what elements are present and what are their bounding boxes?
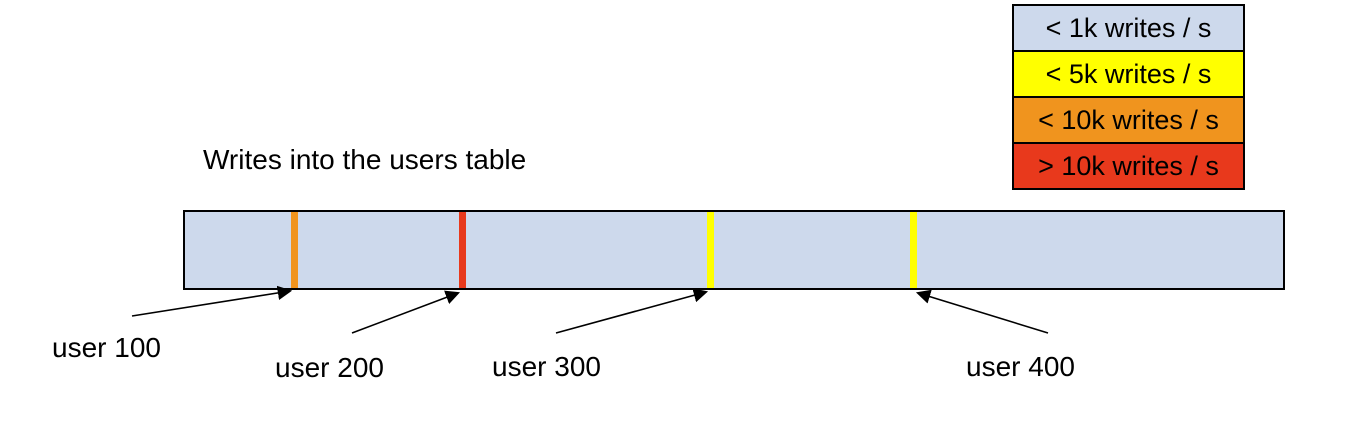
annotation-label-user-300: user 300 [492,351,601,382]
arrow-user-200 [351,290,461,334]
annotation-label-user-400: user 400 [966,351,1075,382]
legend-row-lt10k: < 10k writes / s [1012,96,1245,144]
users-table-bar [183,210,1285,290]
legend-row-lt5k: < 5k writes / s [1012,50,1245,98]
write-hotspot-marker-user-400 [909,212,917,288]
arrow-user-100 [131,285,293,317]
diagram-title: Writes into the users table [203,144,527,175]
legend-label: > 10k writes / s [1038,151,1219,181]
write-hotspot-marker-user-300 [706,212,714,288]
legend-label: < 5k writes / s [1045,59,1212,89]
legend-label: < 1k writes / s [1045,13,1212,43]
annotation-label-user-100: user 100 [52,332,161,363]
write-hotspot-marker-user-100 [290,212,298,288]
arrow-user-400 [915,289,1049,334]
arrow-user-300 [555,288,709,334]
legend-label: < 10k writes / s [1038,105,1219,135]
legend-row-gt10k: > 10k writes / s [1012,142,1245,190]
legend: < 1k writes / s < 5k writes / s < 10k wr… [1012,4,1245,190]
write-hotspot-marker-user-200 [458,212,466,288]
legend-row-lt1k: < 1k writes / s [1012,4,1245,52]
annotation-label-user-200: user 200 [275,352,384,383]
